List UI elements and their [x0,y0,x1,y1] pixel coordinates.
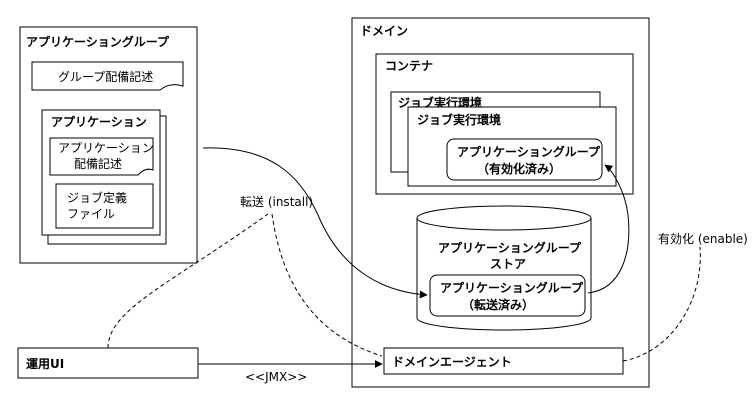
job-definition-line1: ジョブ定義 [67,190,127,205]
enable-arrow [587,164,630,294]
domain-agent-label: ドメインエージェント [392,355,512,369]
jmx-label: <<JMX>> [245,370,307,384]
connectors [107,147,701,368]
transferred-group-line2: （転送済み） [462,297,534,312]
domain-agent-box: ドメインエージェント [383,347,624,375]
store-title-line1: アプリケーショングループ [438,240,582,255]
domain-title: ドメイン [360,24,408,38]
job-env-back-label: ジョブ実行環境 [398,95,482,110]
transferred-application-group: アプリケーショングループ （転送済み） [429,274,586,317]
enable-label: 有効化 (enable) [658,231,748,246]
operation-ui-label: 運用UI [26,357,64,371]
container-title: コンテナ [385,59,433,73]
transferred-group-line1: アプリケーショングループ [440,280,584,295]
application-group-title: アプリケーショングループ [26,34,170,49]
job-definition-line2: ファイル [67,207,115,221]
application-descriptor-line2: 配備記述 [74,156,122,171]
group-descriptor-label: グループ配備記述 [58,69,153,84]
agent-to-enable-dashed [622,246,701,362]
enabled-group-line2: （有効化済み） [477,161,561,176]
ui-to-install-dashed [107,213,269,349]
job-definition-file: ジョブ定義 ファイル [55,183,154,229]
enabled-group-line1: アプリケーショングループ [457,144,601,159]
application-descriptor-line1: アプリケーション [58,141,154,155]
application-descriptor-document: アプリケーション 配備記述 [49,137,154,176]
application-title: アプリケーション [51,114,147,129]
install-label: 転送 (install) [240,194,313,209]
job-env-front-label: ジョブ実行環境 [417,112,501,127]
operation-ui-box: 運用UI [17,347,199,379]
install-arrow [202,147,428,299]
enabled-application-group: アプリケーショングループ （有効化済み） [446,138,603,181]
group-descriptor-document: グループ配備記述 [31,61,184,91]
store-title-line2: ストア [490,257,526,271]
